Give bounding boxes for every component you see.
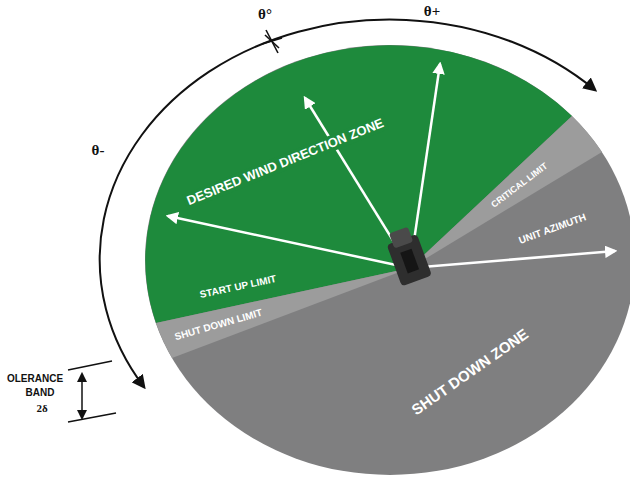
turbine-hub [383,225,432,287]
shutdown-limit-wedge [156,268,410,358]
tolerance-label: BAND [26,387,55,398]
tolerance-band [68,361,116,422]
tolerance-label: 2δ [36,402,47,414]
angle-label: θ+ [424,3,440,20]
azimuth-arrow [410,251,615,268]
wind-arrow [168,216,410,268]
angle-label: θ- [92,142,105,159]
shutdown-disc [145,45,630,475]
tolerance-label: OLERANCE [7,373,63,384]
angle-label: θ° [258,6,272,23]
zero-tick [262,30,282,53]
critical-limit-wedge [410,116,602,268]
